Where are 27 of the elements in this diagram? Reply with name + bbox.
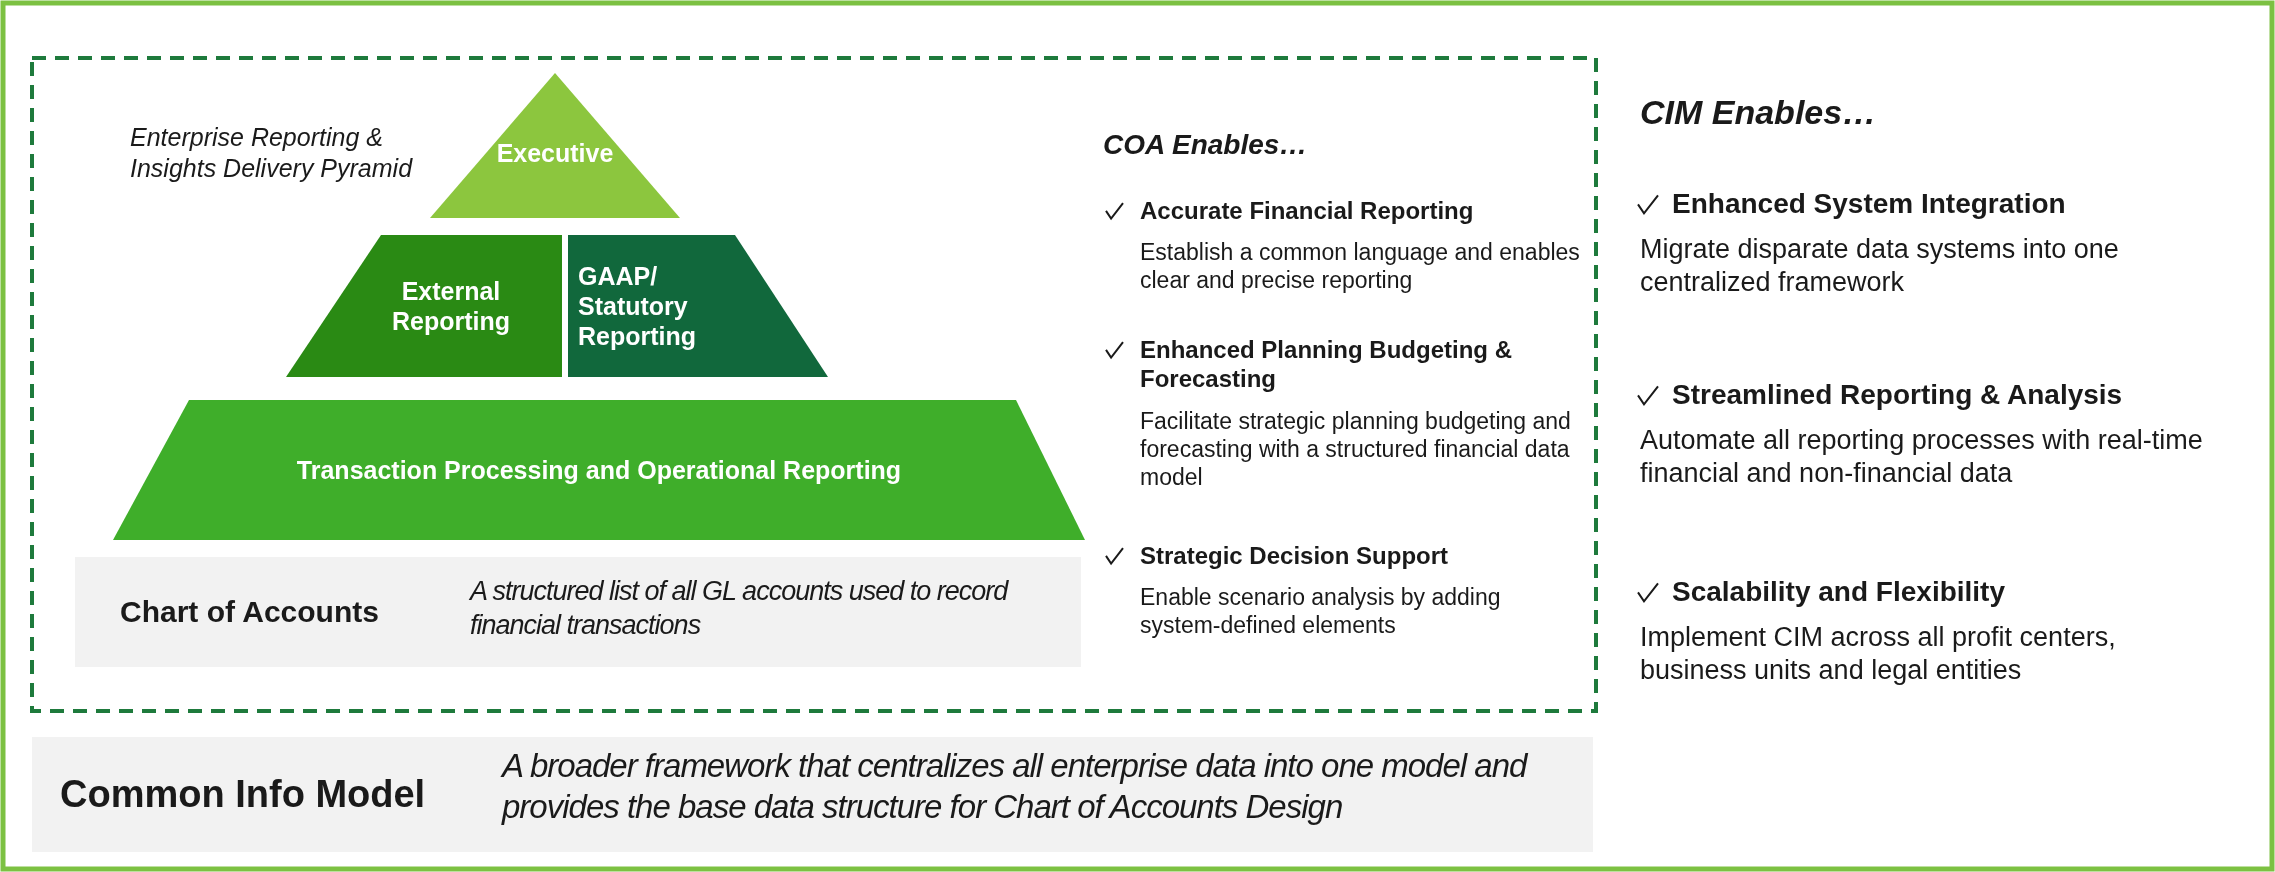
benefit-title: Accurate Financial Reporting bbox=[1140, 196, 1475, 226]
segment-label: Executive bbox=[495, 138, 615, 169]
benefit-description: Enable scenario analysis by adding system-defined elements bbox=[1140, 583, 1502, 640]
segment-label: Transaction Processing and Operational Reporting bbox=[295, 455, 903, 486]
benefit-description: Automate all reporting processes with real-time financial and non-financial data bbox=[1640, 424, 2204, 490]
pyramid-base-band bbox=[113, 400, 1085, 540]
pyramid-segment bbox=[286, 235, 562, 377]
benefit-title: Enhanced System Integration bbox=[1672, 187, 2067, 221]
benefit-title: Enhanced Planning Budgeting & Forecasting bbox=[1140, 335, 1513, 394]
bar-title: Common Info Model bbox=[60, 773, 426, 816]
section-heading: COA Enables… bbox=[1103, 128, 1309, 162]
segment-label: External Reporting bbox=[390, 276, 511, 337]
segment-label: GAAP/ Statutory Reporting bbox=[578, 261, 698, 352]
benefit-description: Migrate disparate data systems into one centralized framework bbox=[1640, 233, 2120, 299]
benefit-title: Scalability and Flexibility bbox=[1672, 575, 2006, 609]
benefit-title: Strategic Decision Support bbox=[1140, 541, 1450, 571]
benefit-description: Facilitate strategic planning budgeting and forecasting with a structured financial data model bbox=[1140, 407, 1572, 492]
definition-text: A structured list of all GL accounts used to record financial transactions bbox=[470, 575, 1010, 642]
bar-title: Chart of Accounts bbox=[120, 595, 379, 629]
benefit-title: Streamlined Reporting & Analysis bbox=[1672, 378, 2124, 412]
benefit-description: Implement CIM across all profit centers, business units and legal entities bbox=[1640, 621, 2117, 687]
pyramid-segment bbox=[568, 235, 828, 377]
pyramid-top-triangle bbox=[430, 73, 680, 218]
section-heading: CIM Enables… bbox=[1640, 92, 1878, 133]
pyramid-caption: Enterprise Reporting & Insights Delivery Pyramid bbox=[130, 122, 414, 183]
definition-text: A broader framework that centralizes all enterprise data into one model and provides the base data structure for Chart of Accounts Design bbox=[502, 746, 1529, 828]
benefit-description: Establish a common language and enables clear and precise reporting bbox=[1140, 238, 1581, 295]
